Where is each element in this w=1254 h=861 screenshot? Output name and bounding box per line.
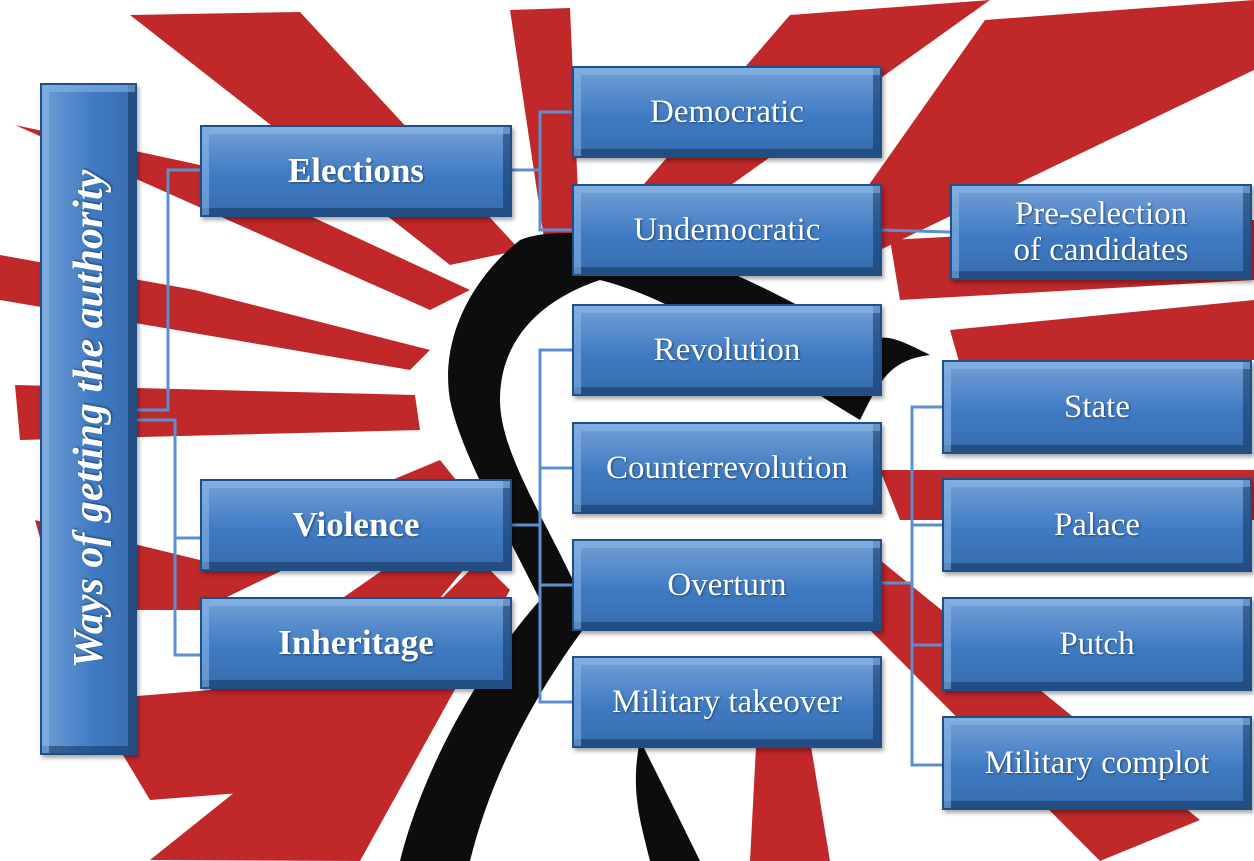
node-military-complot: Military complot: [942, 716, 1252, 810]
node-counterrevolution: Counterrevolution: [572, 422, 882, 514]
overturn-to-putch-line: [910, 583, 942, 647]
root-to-elections-line: [137, 168, 200, 412]
violence-to-overturn-line: [538, 525, 572, 587]
root-to-inheritage-line: [173, 420, 200, 657]
violence-to-revolution-line: [512, 348, 572, 527]
node-undemocratic: Undemocratic: [572, 184, 882, 276]
node-revolution: Revolution: [572, 304, 882, 396]
node-preselection-line2: of candidates: [1013, 232, 1189, 268]
root-node-label: Ways of getting the authority: [65, 169, 112, 669]
overturn-to-state-line: [882, 405, 942, 585]
node-preselection-of-candidates: Pre-selection of candidates: [950, 184, 1252, 280]
node-democratic: Democratic: [572, 66, 882, 158]
node-military-takeover: Military takeover: [572, 656, 882, 748]
node-state: State: [942, 360, 1252, 454]
node-violence: Violence: [200, 479, 512, 571]
node-putch: Putch: [942, 597, 1252, 691]
node-elections: Elections: [200, 125, 512, 217]
overturn-to-military-complot-line: [910, 645, 942, 767]
node-overturn: Overturn: [572, 539, 882, 631]
node-palace: Palace: [942, 478, 1252, 572]
root-node-ways-of-getting-authority: Ways of getting the authority: [40, 83, 137, 755]
node-preselection-line1: Pre-selection: [1014, 195, 1188, 232]
root-to-violence-line: [137, 418, 200, 540]
undemocratic-to-preselection-line: [881, 228, 951, 234]
black-fist-silhouette: [400, 233, 930, 861]
elections-to-undemocratic-line: [538, 170, 572, 232]
node-inheritage: Inheritage: [200, 597, 512, 689]
violence-to-military-takeover-line: [538, 585, 572, 704]
elections-to-democratic-line: [512, 110, 572, 172]
